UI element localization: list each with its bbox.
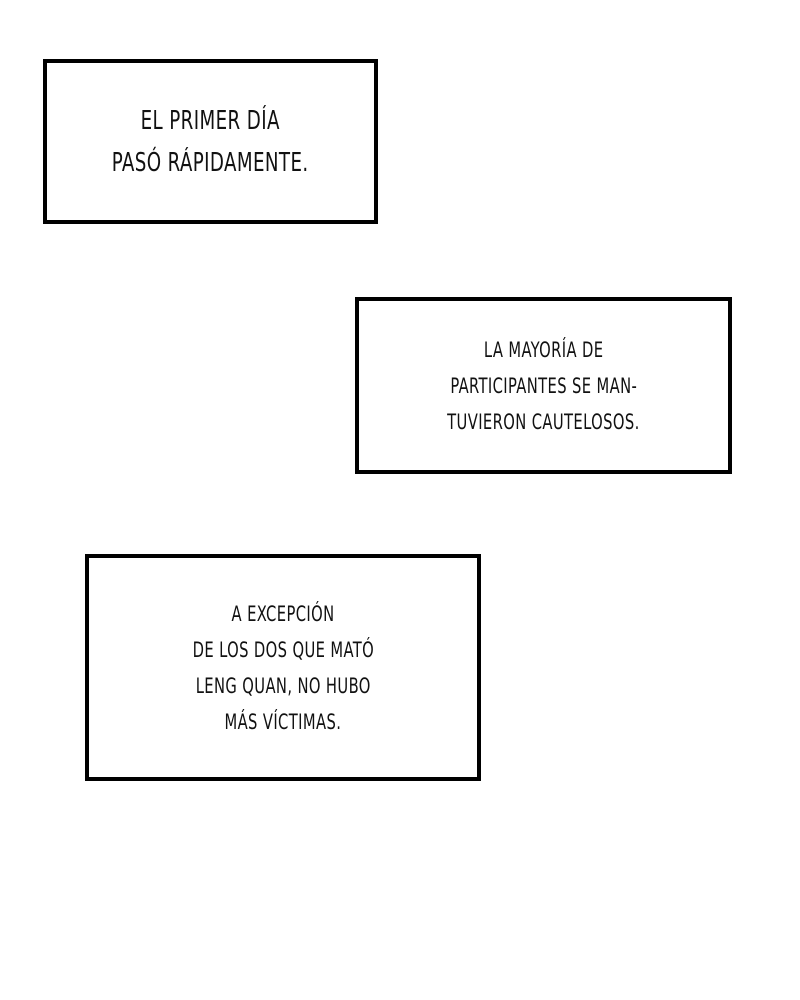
caption-line: DE LOS DOS QUE MATÓ <box>192 637 374 662</box>
caption-line: PASÓ RÁPIDAMENTE. <box>112 147 309 178</box>
caption-line: TUVIERON CAUTELOSOS. <box>447 409 640 434</box>
caption-line: LENG QUAN, NO HUBO <box>195 673 371 698</box>
caption-line: LA MAYORÍA DE <box>483 337 604 362</box>
caption-box-3: A EXCEPCIÓN DE LOS DOS QUE MATÓ LENG QUA… <box>85 554 481 781</box>
caption-line: MÁS VÍCTIMAS. <box>224 709 342 734</box>
caption-line: EL PRIMER DÍA <box>140 105 281 136</box>
caption-line: PARTICIPANTES SE MAN- <box>450 373 637 398</box>
caption-box-1: EL PRIMER DÍA PASÓ RÁPIDAMENTE. <box>43 59 378 224</box>
caption-box-2: LA MAYORÍA DE PARTICIPANTES SE MAN- TUVI… <box>355 297 732 474</box>
caption-line: A EXCEPCIÓN <box>231 601 335 626</box>
